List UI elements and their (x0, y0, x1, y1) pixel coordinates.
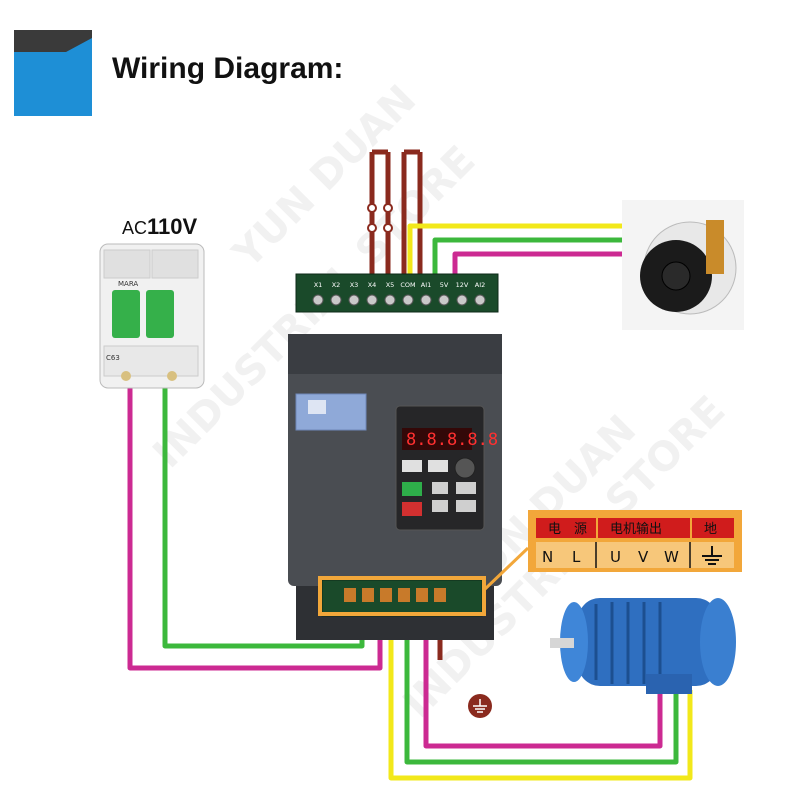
terminal-screw (366, 294, 378, 306)
terminal-screw (384, 294, 396, 306)
legend-cn-1: 电 (548, 522, 561, 537)
terminal-label-12v: 12V (456, 281, 469, 289)
legend-letter-v: V (638, 548, 649, 566)
terminal-screw (348, 294, 360, 306)
terminal-screw (330, 294, 342, 306)
legend-letter-w: W (664, 548, 679, 566)
wire-yellow-pot (407, 223, 720, 278)
terminal-label-x2: X2 (332, 281, 341, 289)
legend-letter-n: N (542, 548, 553, 566)
page-title: Wiring Diagram: (112, 52, 344, 85)
terminal-label-ai1: AI1 (421, 281, 432, 289)
terminal-label-ai2: AI2 (475, 281, 486, 289)
circuit-breaker: MARA C63 (99, 243, 205, 389)
terminal-screw (420, 294, 432, 306)
terminal-label-com: COM (400, 281, 415, 289)
legend-cn-4: 地 (704, 522, 717, 537)
terminal-label-x5: X5 (386, 281, 395, 289)
terminal-screw (474, 294, 486, 306)
control-terminal-block: X1 X2 X3 X4 X5 COM AI1 5V 12V AI2 (295, 273, 499, 313)
header-accent-icon (14, 30, 92, 116)
terminal-legend-panel: 电 源 电机输出 地 N L U V W (528, 510, 742, 572)
terminal-screw (312, 294, 324, 306)
terminal-screw (402, 294, 414, 306)
power-terminal (344, 588, 356, 602)
legend-cn-3: 电机输出 (610, 521, 662, 537)
inverter-body: 8.8.8.8.8 (288, 334, 502, 640)
terminal-label-x4: X4 (368, 281, 377, 289)
breaker-brand: MARA (118, 280, 138, 288)
ac-prefix: AC (122, 218, 148, 238)
terminal-label-x3: X3 (350, 281, 359, 289)
legend-letter-u: U (610, 548, 621, 566)
legend-letter-l: L (572, 548, 581, 566)
power-terminal (416, 588, 428, 602)
wire-green-motor (404, 600, 679, 765)
power-terminal (398, 588, 410, 602)
power-terminal (362, 588, 374, 602)
electric-motor (550, 598, 736, 694)
potentiometer (622, 200, 744, 330)
breaker-voltage-label: AC110V (122, 214, 197, 240)
terminal-screw (438, 294, 450, 306)
power-terminal (434, 588, 446, 602)
ground-symbol-icon (702, 546, 722, 565)
terminal-label-5v: 5V (440, 281, 449, 289)
power-terminal (380, 588, 392, 602)
power-terminal-highlight (318, 576, 486, 616)
voltage-value: 110V (147, 214, 198, 239)
terminal-screw (456, 294, 468, 306)
svg-text:8.8.8.8.8: 8.8.8.8.8 (406, 430, 498, 450)
breaker-rating: C63 (106, 354, 120, 362)
terminal-label-x1: X1 (314, 281, 323, 289)
earth-ground-icon (468, 694, 492, 718)
legend-cn-2: 源 (574, 522, 587, 537)
wire-yellow-motor (388, 600, 693, 781)
wire-magenta-motor (423, 600, 663, 749)
